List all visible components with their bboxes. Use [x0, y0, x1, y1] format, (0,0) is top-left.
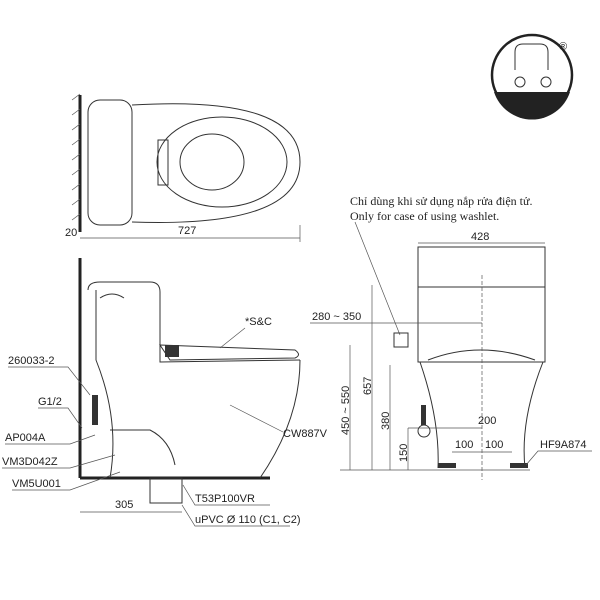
- dim-total-length: 727: [178, 225, 196, 237]
- brand-logo: ®: [490, 33, 574, 120]
- registered-mark: ®: [559, 41, 567, 53]
- star-icon: [514, 76, 526, 88]
- note-vietnamese: Chỉ dùng khi sử dụng nắp rửa điện tử.: [350, 194, 533, 208]
- star-icon: [540, 76, 552, 88]
- dim-bolt-right: 100: [485, 439, 503, 451]
- label-bolt-cap: HF9A874: [540, 439, 586, 451]
- label-bolt: VM5U001: [12, 478, 61, 490]
- dim-outlet-offset: 280 ~ 350: [312, 311, 361, 323]
- dim-total-height: 657: [362, 377, 374, 395]
- note-english: Only for case of using washlet.: [350, 209, 499, 223]
- dim-bolt-left: 100: [455, 439, 473, 451]
- label-hose: 260033-2: [8, 355, 55, 367]
- dim-seat-height: 380: [380, 412, 392, 430]
- label-flange: VM3D042Z: [2, 456, 58, 468]
- label-bowl-model: CW887V: [283, 428, 328, 440]
- label-valve: AP004A: [5, 432, 46, 444]
- label-thread: G1/2: [38, 396, 62, 408]
- dim-wall-gap: 20: [65, 227, 77, 239]
- dim-width: 428: [471, 231, 489, 243]
- top-view: 20 727: [65, 93, 301, 242]
- power-outlet-icon: [393, 332, 409, 348]
- dim-rough-in: 305: [115, 499, 133, 511]
- dim-outlet-height: 450 ~ 550: [340, 386, 352, 435]
- label-seat: *S&C: [245, 316, 272, 328]
- label-pipe: uPVC Ø 110 (C1, C2): [195, 514, 301, 526]
- label-outlet: T53P100VR: [195, 493, 255, 505]
- side-view: 305 *S&C CW887V 260033-2 G1/2 AP004A VM3…: [2, 258, 328, 527]
- dim-supply-offset: 200: [478, 415, 496, 427]
- dim-supply-height: 150: [398, 444, 410, 462]
- front-view: Chỉ dùng khi sử dụng nắp rửa điện tử. On…: [310, 194, 592, 480]
